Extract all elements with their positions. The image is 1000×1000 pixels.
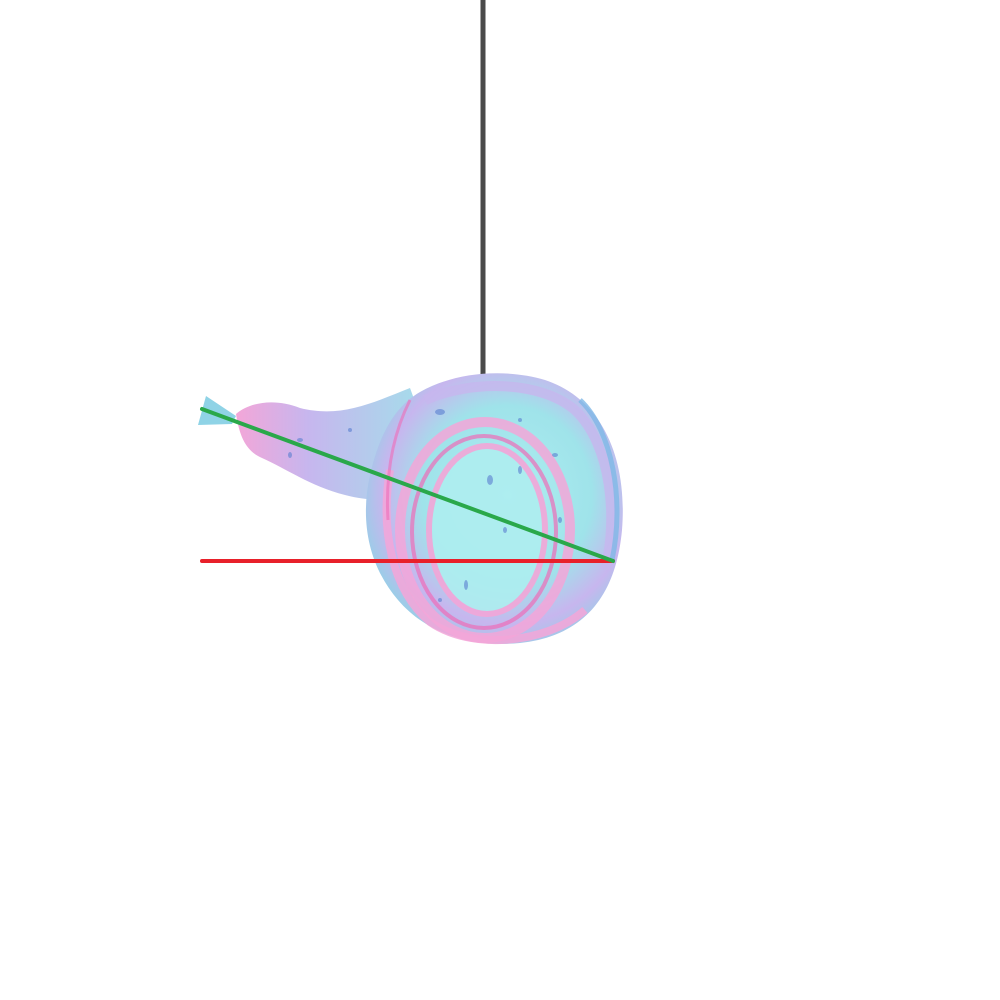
balloon-swirl (578, 398, 620, 561)
balloon-swirl (386, 399, 412, 521)
tilt-axis-line (200, 407, 615, 563)
balloon-spots (288, 409, 562, 602)
balloon-swirl (426, 443, 548, 617)
balloon-swirl (382, 469, 588, 645)
balloon-swirl (422, 381, 617, 572)
balloon-swirl (395, 417, 575, 643)
balloon (198, 373, 623, 645)
balloon-swirl (410, 434, 558, 630)
